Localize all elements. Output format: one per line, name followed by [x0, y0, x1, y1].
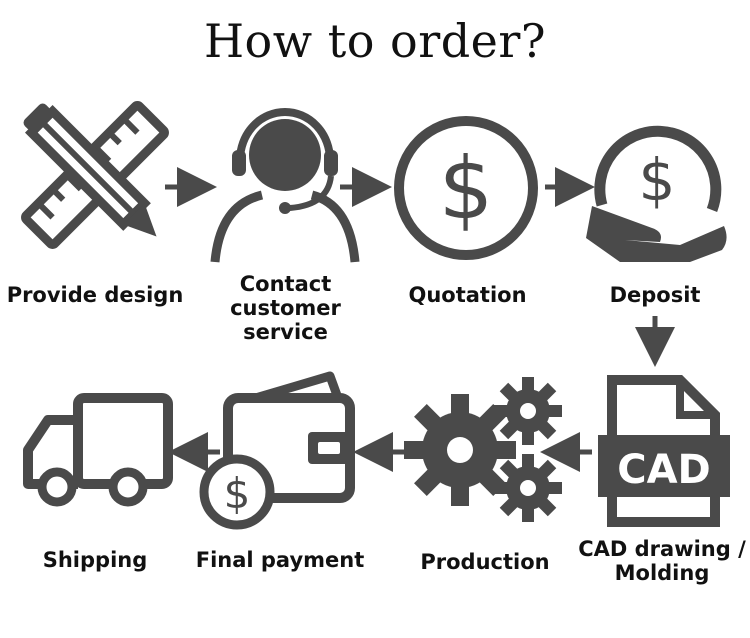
- step-label-final-payment: Final payment: [195, 548, 365, 572]
- step-label-contact-customer-service: Contact customer service: [230, 272, 341, 344]
- step-label-quotation: Quotation: [408, 283, 527, 307]
- svg-text:$: $: [639, 146, 676, 214]
- dollar-coin-icon: $: [394, 116, 538, 260]
- svg-text:$: $: [224, 469, 251, 518]
- cad-icon-text: CAD: [617, 447, 711, 493]
- step-label-deposit: Deposit: [609, 283, 701, 307]
- svg-text:$: $: [439, 139, 494, 239]
- ruler-pencil-icon: [21, 101, 169, 249]
- cad-file-icon: CAD: [598, 375, 730, 527]
- step-label-provide-design: Provide design: [6, 283, 184, 307]
- step-label-cad-drawing-molding: CAD drawing / Molding: [578, 537, 746, 585]
- headset-agent-icon: [210, 108, 360, 263]
- step-label-production: Production: [420, 550, 550, 574]
- wallet-coin-icon: $: [199, 371, 355, 530]
- step-label-shipping: Shipping: [42, 548, 148, 572]
- truck-icon: [23, 393, 173, 507]
- hand-coin-icon: $: [586, 125, 727, 262]
- page-title: How to order?: [203, 14, 547, 68]
- gears-icon: [404, 377, 562, 522]
